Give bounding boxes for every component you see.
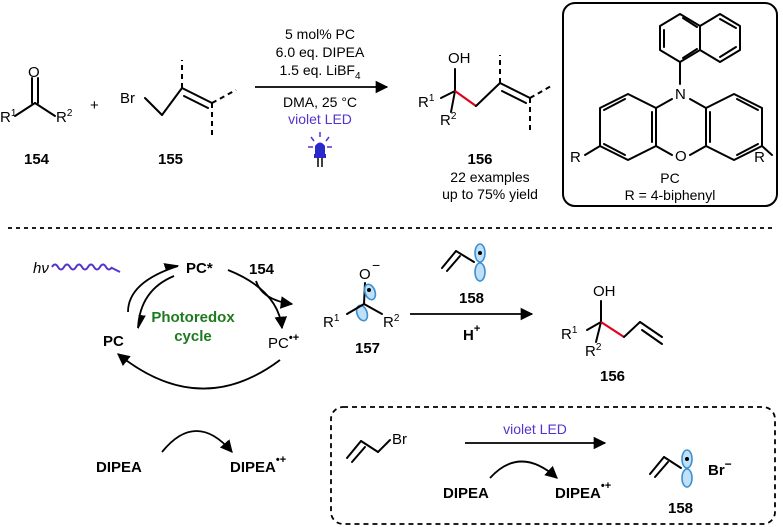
svg-text:R2: R2 bbox=[440, 111, 457, 129]
svg-text:R1: R1 bbox=[418, 93, 435, 111]
r2-label: R bbox=[56, 109, 67, 126]
allyl-radical-158: 158 bbox=[441, 243, 486, 307]
allyl-bromide-155: Br 155 bbox=[120, 60, 237, 168]
inset-bromine-label: Br bbox=[392, 431, 407, 448]
condition-additive: 1.5 eq. LiBF4 bbox=[279, 62, 361, 82]
examples-count: 22 examples bbox=[450, 169, 529, 185]
plus-sign: + bbox=[90, 97, 99, 114]
svg-text:R2: R2 bbox=[56, 108, 73, 126]
bromide-label: Br− bbox=[708, 457, 732, 479]
ketyl-oxygen: O bbox=[359, 266, 371, 283]
cycle-label: Photoredox bbox=[151, 309, 235, 326]
radical-generation-inset: Br violet LED DIPEA DIPEA•+ Br− 158 bbox=[330, 406, 776, 525]
ketyl-charge: − bbox=[372, 257, 380, 273]
inset-dipea-radical-cation: DIPEA•+ bbox=[555, 480, 611, 502]
inset-dipea-label: DIPEA bbox=[443, 485, 489, 502]
proton-label: H+ bbox=[463, 323, 480, 344]
hydroxyl-label: OH bbox=[448, 50, 471, 67]
substrate-154-label: 154 bbox=[249, 261, 275, 278]
pc-excited-label: PC* bbox=[186, 260, 213, 277]
reaction-conditions: 5 mol% PC 6.0 eq. DIPEA 1.5 eq. LiBF4 DM… bbox=[255, 26, 389, 167]
dipea-label: DIPEA bbox=[96, 459, 142, 476]
led-icon bbox=[308, 132, 332, 167]
r1-label: R bbox=[418, 94, 429, 111]
photoredox-cycle: hν PC* PC PC•+ Photoredox cycle 154 DIPE… bbox=[33, 260, 299, 476]
oxygen-label: O bbox=[28, 64, 40, 81]
r-substituent-right: R bbox=[754, 149, 765, 166]
svg-text:R2: R2 bbox=[383, 313, 400, 331]
condition-light: violet LED bbox=[288, 111, 352, 127]
dipea-radical-cation-label: DIPEA•+ bbox=[230, 454, 286, 476]
phenoxazine-core bbox=[584, 93, 773, 161]
compound-label-155: 155 bbox=[158, 151, 183, 168]
cycle-label-line2: cycle bbox=[174, 328, 212, 345]
ketone-154: O R1 R2 154 bbox=[0, 64, 73, 168]
light-hv-label: hν bbox=[33, 260, 49, 277]
compound-label-158: 158 bbox=[459, 290, 484, 307]
nitrogen-label: N bbox=[675, 86, 686, 103]
compound-label-154: 154 bbox=[24, 151, 50, 168]
svg-text:R1: R1 bbox=[323, 313, 340, 331]
compound-label-156: 156 bbox=[467, 151, 492, 168]
ketyl-radical-157: O − R1 R2 157 bbox=[323, 257, 400, 357]
pc-ground-label: PC bbox=[103, 333, 124, 350]
product-156: OH R1 R2 156 22 examples up to 75% yield bbox=[418, 50, 554, 202]
svg-text:R1: R1 bbox=[561, 325, 578, 343]
condition-catalyst: 5 mol% PC bbox=[285, 26, 355, 42]
catalyst-name: PC bbox=[660, 170, 679, 186]
svg-text:R1: R1 bbox=[0, 108, 17, 126]
yield-text: up to 75% yield bbox=[442, 186, 538, 202]
inset-condition: violet LED bbox=[503, 421, 567, 437]
inset-compound-label-158: 158 bbox=[668, 500, 693, 517]
pc-radical-cation-label: PC•+ bbox=[268, 332, 299, 352]
compound-label-156-mech: 156 bbox=[600, 368, 625, 385]
r1-label: R bbox=[0, 109, 11, 126]
condition-solvent: DMA, 25 °C bbox=[283, 94, 357, 110]
svg-text:R2: R2 bbox=[585, 342, 602, 360]
compound-label-157: 157 bbox=[355, 340, 380, 357]
catalyst-box: N O R R PC R = 4-biphenyl bbox=[562, 2, 778, 207]
naphthyl-group bbox=[659, 13, 741, 85]
bromine-label: Br bbox=[120, 90, 135, 107]
catalyst-definition: R = 4-biphenyl bbox=[625, 187, 716, 203]
condition-base: 6.0 eq. DIPEA bbox=[276, 44, 365, 60]
ring-oxygen-label: O bbox=[675, 148, 687, 165]
product-156-mechanism: OH R1 R2 156 bbox=[561, 283, 663, 385]
hydroxyl-label: OH bbox=[593, 283, 616, 300]
light-wave-icon bbox=[51, 263, 113, 271]
r2-label: R bbox=[440, 112, 451, 129]
r-substituent-left: R bbox=[570, 149, 581, 166]
orbital-icon bbox=[363, 283, 377, 301]
